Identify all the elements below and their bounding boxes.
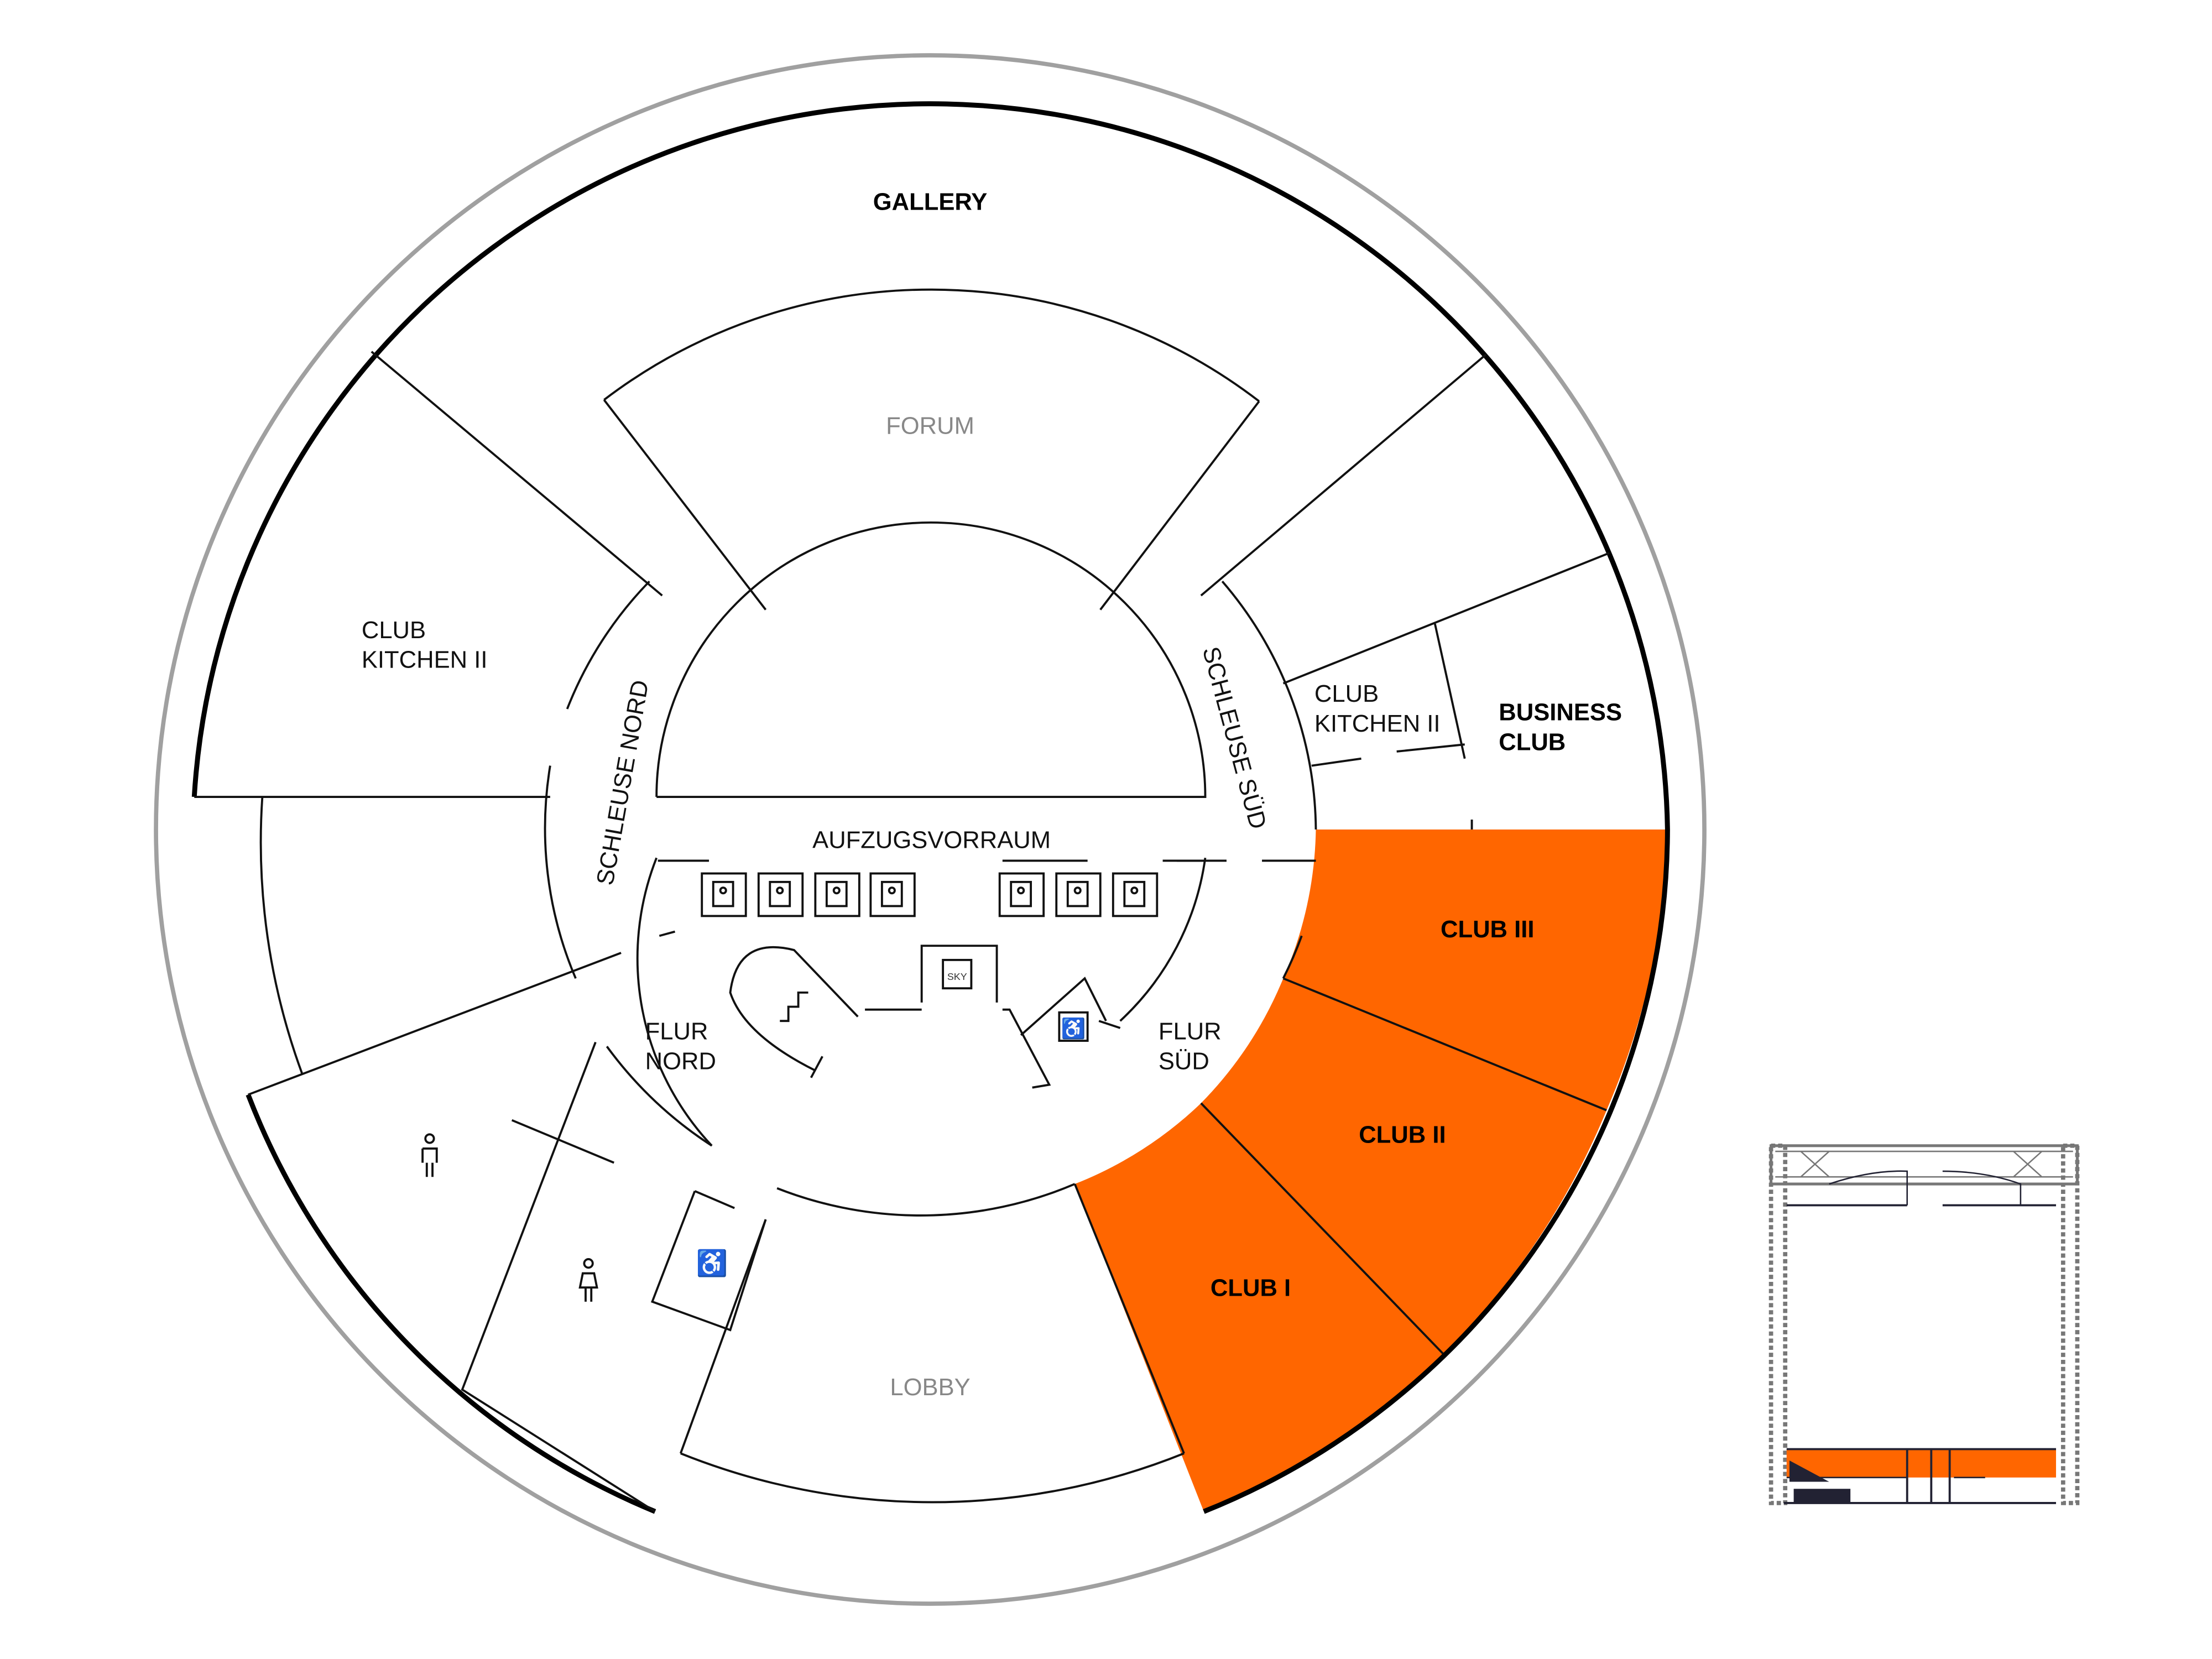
elevator-icon[interactable] (1055, 872, 1102, 917)
label-lobby: LOBBY (890, 1374, 970, 1401)
walls (194, 288, 1610, 1512)
label-business-club-2: CLUB (1499, 729, 1566, 755)
elevator-icon[interactable] (701, 872, 747, 917)
label-forum: FORUM (886, 413, 974, 440)
label-club-i: CLUB I (1211, 1275, 1291, 1302)
room-club-iii[interactable] (1283, 830, 1668, 1110)
female-wc-icon (578, 1258, 598, 1302)
elevator-icon[interactable] (869, 872, 916, 917)
label-club-kitchen-right-2: KITCHEN II (1314, 711, 1441, 737)
outer-ring (154, 53, 1707, 1606)
label-schleuse-nord: SCHLEUSE NORD (592, 678, 654, 887)
sky-elevator-icon[interactable]: SKY (942, 958, 973, 990)
label-flur-sued-2: SÜD (1159, 1048, 1209, 1074)
room-club-ii[interactable] (1201, 978, 1607, 1354)
elevator-icon[interactable] (998, 872, 1045, 917)
elevator-bank (658, 859, 1206, 917)
label-gallery: GALLERY (873, 189, 988, 215)
elevator-icon[interactable] (814, 872, 860, 917)
label-club-ii: CLUB II (1359, 1122, 1446, 1149)
label-flur-nord-2: NORD (645, 1048, 716, 1074)
wheelchair-wc-icon: ♿ (696, 1249, 727, 1278)
elevator-icon[interactable] (757, 872, 804, 917)
building-section-thumbnail[interactable] (1768, 1143, 2080, 1505)
svg-text:♿: ♿ (1061, 1017, 1086, 1040)
label-aufzugsvorraum: AUFZUGSVORRAUM (812, 827, 1051, 853)
svg-text:♿: ♿ (696, 1249, 727, 1278)
label-schleuse-sued: SCHLEUSE SÜD (1197, 644, 1271, 832)
svg-text:SKY: SKY (947, 971, 967, 982)
label-flur-nord: FLUR (645, 1018, 708, 1045)
section-highlight-band (1786, 1449, 2056, 1478)
elevator-icon[interactable] (1112, 872, 1159, 917)
label-business-club: BUSINESS (1499, 700, 1622, 726)
male-wc-icon (421, 1133, 438, 1177)
accessible-elevator-icon[interactable]: ♿ (1058, 1011, 1089, 1042)
label-club-iii: CLUB III (1441, 916, 1534, 943)
label-flur-sued: FLUR (1159, 1018, 1222, 1045)
label-club-kitchen-left: CLUB (362, 617, 426, 644)
label-club-kitchen-left-2: KITCHEN II (362, 647, 488, 674)
label-club-kitchen-right: CLUB (1314, 681, 1379, 707)
outer-wall (191, 101, 1670, 1514)
